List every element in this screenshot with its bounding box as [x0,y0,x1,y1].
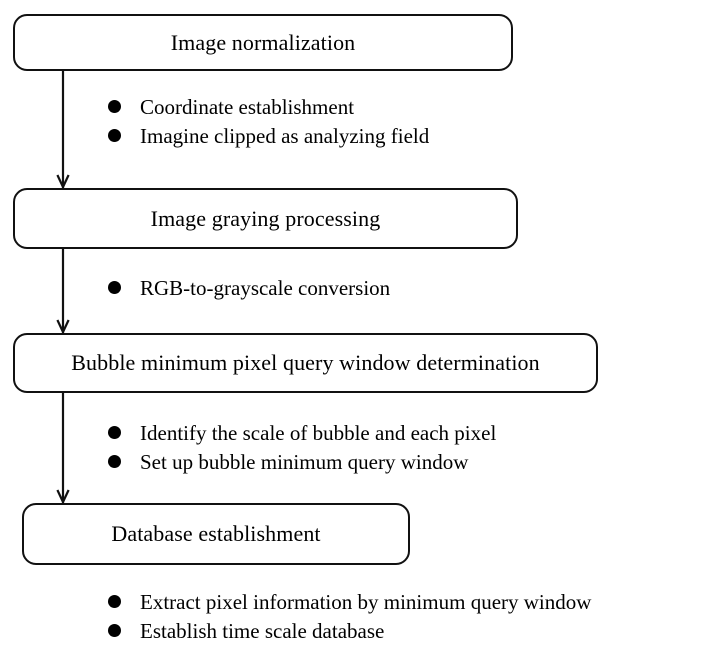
process-node-bubble-window-determination[interactable]: Bubble minimum pixel query window determ… [13,333,598,393]
bullet-dot-icon [108,595,121,608]
bullet-list-after-bubble-window-determination: Identify the scale of bubble and each pi… [108,419,496,477]
arrow-down-icon [56,249,70,335]
connector-arrow-3 [53,393,73,505]
process-node-image-graying-processing[interactable]: Image graying processing [13,188,518,249]
bullet-dot-icon [108,281,121,294]
bullet-label: Set up bubble minimum query window [140,450,469,474]
list-item: Establish time scale database [108,617,591,646]
list-item: Coordinate establishment [108,93,429,122]
list-item: Identify the scale of bubble and each pi… [108,419,496,448]
list-item: RGB-to-grayscale conversion [108,274,390,303]
list-item: Set up bubble minimum query window [108,448,496,477]
bullet-list-after-database-establishment: Extract pixel information by minimum que… [108,588,591,646]
node-label: Image normalization [170,29,356,55]
list-item: Imagine clipped as analyzing field [108,122,429,151]
bullet-dot-icon [108,129,121,142]
bullet-label: Extract pixel information by minimum que… [140,590,592,614]
bullet-dot-icon [108,455,121,468]
bullet-dot-icon [108,624,121,637]
bullet-label: RGB-to-grayscale conversion [140,276,391,300]
arrow-down-icon [56,393,70,505]
node-label: Database establishment [111,521,321,547]
process-node-image-normalization[interactable]: Image normalization [13,14,513,71]
connector-arrow-1 [53,71,73,190]
bullet-list-after-image-graying-processing: RGB-to-grayscale conversion [108,274,390,303]
bullet-dot-icon [108,426,121,439]
arrow-down-icon [56,71,70,190]
bullet-label: Coordinate establishment [140,95,355,119]
connector-arrow-2 [53,249,73,335]
node-label: Bubble minimum pixel query window determ… [71,350,540,376]
bullet-dot-icon [108,100,121,113]
process-node-database-establishment[interactable]: Database establishment [22,503,410,565]
bullet-label: Identify the scale of bubble and each pi… [140,421,497,445]
bullet-label: Establish time scale database [140,619,385,643]
bullet-label: Imagine clipped as analyzing field [140,124,430,148]
node-label: Image graying processing [150,205,381,231]
bullet-list-after-image-normalization: Coordinate establishment Imagine clipped… [108,93,429,151]
list-item: Extract pixel information by minimum que… [108,588,591,617]
